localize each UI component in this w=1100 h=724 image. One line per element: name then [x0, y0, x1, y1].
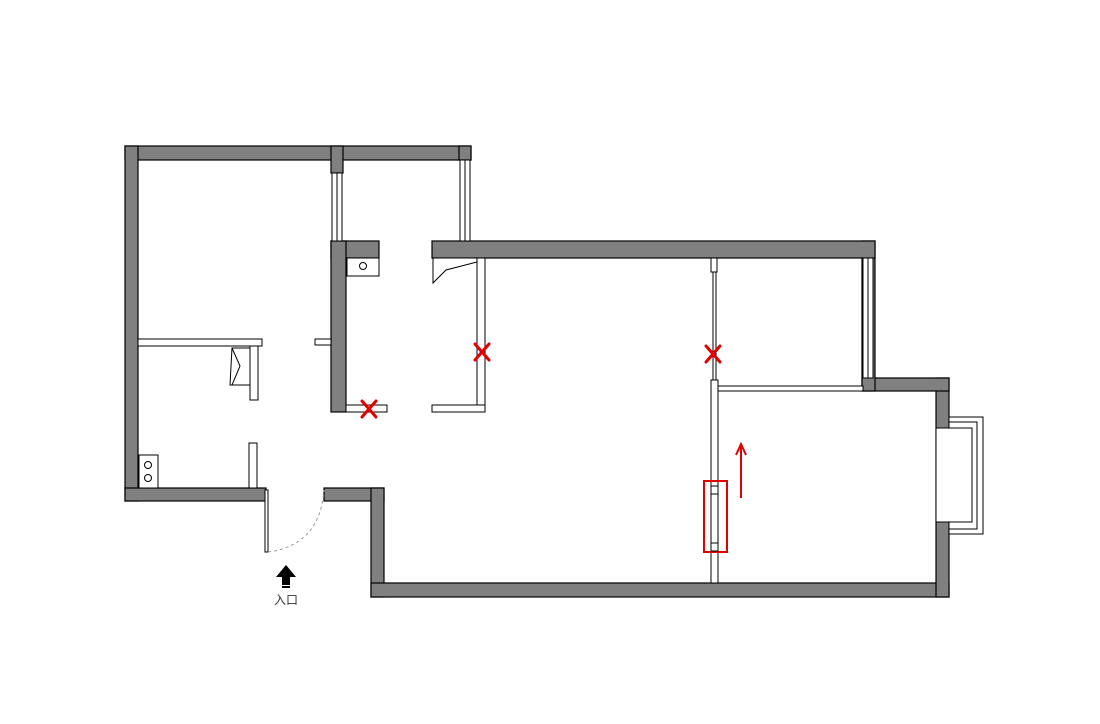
stove — [138, 454, 159, 489]
cabinet — [432, 257, 478, 285]
entrance-door-swing — [267, 489, 325, 553]
partition-entry-stub — [248, 442, 258, 489]
wall-bottom-left — [124, 487, 267, 502]
partition-corridor-right — [476, 257, 486, 413]
wall-top-left — [124, 145, 472, 161]
wall-bottom — [370, 582, 950, 598]
wall-left — [124, 145, 139, 502]
fixtures — [138, 257, 478, 489]
windows — [331, 159, 984, 535]
partition-living-right — [710, 257, 718, 273]
remove-wall-mark-3 — [704, 344, 722, 364]
highlight-wall-box — [703, 480, 728, 553]
remove-wall-mark-1 — [360, 399, 378, 419]
entrance-door — [264, 489, 269, 553]
wall-stub-right — [458, 145, 472, 161]
red-markers — [360, 342, 747, 553]
wall-top-right — [431, 240, 876, 259]
entrance-indicator: 入口 — [274, 565, 298, 607]
entrance-arrow-icon — [276, 565, 296, 585]
partition-bedroom-top — [717, 385, 864, 392]
direction-arrow — [735, 441, 747, 498]
partition-left-room — [137, 338, 263, 347]
wall-stub-top — [330, 145, 344, 174]
wall-entry-down — [370, 487, 385, 598]
remove-wall-mark-2 — [473, 342, 491, 362]
wall-column-left — [330, 240, 347, 413]
entrance-label: 入口 — [274, 593, 298, 607]
partitions — [137, 257, 864, 584]
